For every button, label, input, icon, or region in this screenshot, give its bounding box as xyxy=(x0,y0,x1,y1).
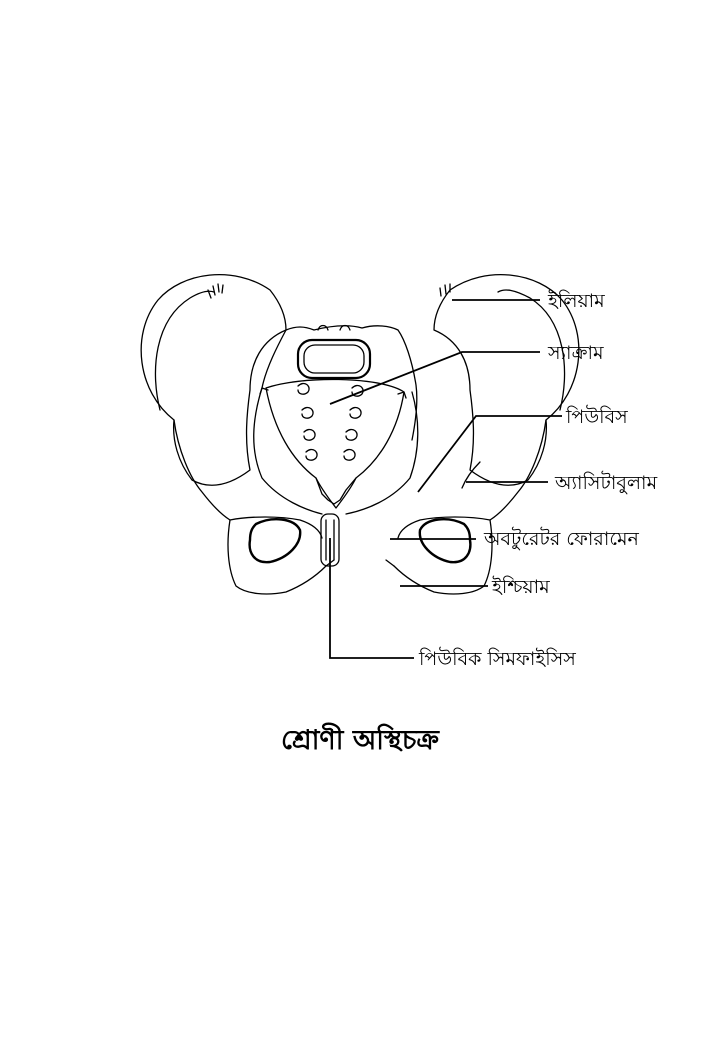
leader-lines xyxy=(329,299,562,659)
label-acetabulum: অ্যাসিটাবুলাম xyxy=(554,471,658,494)
right-obturator-foramen xyxy=(418,518,472,564)
sacral-foramina xyxy=(297,382,364,461)
right-ilium xyxy=(433,273,580,486)
sacrum-body xyxy=(265,378,405,509)
left-ilium xyxy=(140,273,287,486)
label-obturator-foramen: অবটুরেটর ফোরামেন xyxy=(483,527,640,550)
sacrum-top xyxy=(285,325,418,441)
left-obturator-foramen xyxy=(248,518,302,564)
label-pubis: পিউবিস xyxy=(565,405,628,428)
sacral-promontory xyxy=(296,338,372,380)
label-ilium: ইলিয়াম xyxy=(547,290,605,312)
label-sacrum: স্যাক্রাম xyxy=(547,342,604,364)
label-pubic-symphysis: পিউবিক সিমফাইসিস xyxy=(418,647,576,670)
lower-pelvis-outline xyxy=(227,519,493,595)
label-ischium: ইশ্চিয়াম xyxy=(491,576,550,598)
diagram-caption: শ্রোণী অস্থিচক্র xyxy=(281,725,439,756)
